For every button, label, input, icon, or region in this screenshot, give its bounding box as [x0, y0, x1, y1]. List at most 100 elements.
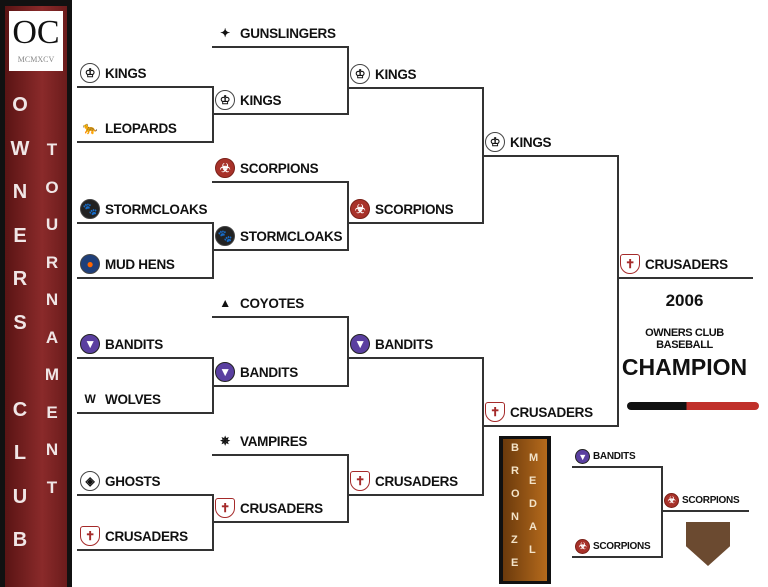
bronze-letter: N: [511, 511, 519, 523]
team-name: SCORPIONS: [682, 495, 740, 506]
vampires-logo-icon: ✵: [220, 434, 230, 448]
round2-team[interactable]: ▲COYOTES: [215, 293, 304, 313]
semifinal-team[interactable]: ♔ KINGS: [485, 132, 552, 152]
team-name: BANDITS: [105, 336, 163, 352]
bracket-line: [572, 556, 662, 558]
bracket-line: [212, 46, 348, 48]
team-name: CRUSADERS: [105, 528, 188, 544]
bronze-letter: A: [529, 521, 537, 533]
bracket-line: [347, 494, 483, 496]
bracket-line: [77, 549, 213, 551]
bronze-team[interactable]: ▼BANDITS: [575, 449, 636, 464]
round1-team[interactable]: 🐾STORMCLOAKS: [80, 199, 208, 219]
bracket-connector: [617, 155, 619, 427]
team-name: STORMCLOAKS: [240, 228, 343, 244]
round1-team[interactable]: 🐆LEOPARDS: [80, 118, 177, 138]
home-plate-trophy-icon: [686, 522, 730, 566]
team-name: GHOSTS: [105, 473, 161, 489]
sidebar-letter: S: [13, 311, 27, 334]
bracket-line: [77, 412, 213, 414]
bronze-letter: M: [529, 452, 539, 464]
team-name: BANDITS: [593, 451, 636, 462]
bracket-line: [482, 425, 618, 427]
team-name: CRUSADERS: [645, 256, 728, 272]
sidebar-letter: T: [46, 477, 58, 497]
round3-team[interactable]: ▼BANDITS: [350, 334, 433, 354]
bandits-logo-icon: ▼: [215, 362, 235, 382]
team-name: STORMCLOAKS: [105, 201, 208, 217]
team-name: CRUSADERS: [510, 404, 593, 420]
round1-team[interactable]: ▼ BANDITS: [80, 334, 163, 354]
bracket-line: [661, 510, 749, 512]
sidebar-letter: W: [10, 137, 30, 160]
round2-team[interactable]: ▼ BANDITS: [215, 362, 298, 382]
bracket-line: [212, 249, 348, 251]
round2-team[interactable]: ✦GUNSLINGERS: [215, 23, 336, 43]
bronze-letter: E: [529, 475, 537, 487]
bracket-line: [77, 141, 213, 143]
team-name: BANDITS: [240, 364, 298, 380]
team-name: MUD HENS: [105, 256, 175, 272]
sidebar-panel: [5, 6, 67, 587]
bandits-logo-icon: ▼: [80, 334, 100, 354]
baseball-bat-icon: [627, 402, 759, 410]
logo-initials: OC: [12, 14, 60, 51]
round1-team[interactable]: ◈GHOSTS: [80, 471, 161, 491]
round3-team[interactable]: ☣SCORPIONS: [350, 199, 454, 219]
coyotes-logo-icon: ▲: [219, 296, 231, 310]
owners-club-logo: OC MCMXCV: [9, 11, 63, 71]
round3-team[interactable]: ✝CRUSADERS: [350, 471, 458, 491]
team-name: KINGS: [105, 65, 147, 81]
team-name: SCORPIONS: [375, 201, 454, 217]
bronze-letter: Z: [511, 534, 518, 546]
round2-team[interactable]: ✝CRUSADERS: [215, 498, 323, 518]
semifinal-team[interactable]: ✝CRUSADERS: [485, 402, 593, 422]
kings-logo-icon: ♔: [485, 132, 505, 152]
mud-hens-logo-icon: ●: [80, 254, 100, 274]
bracket-line: [212, 454, 348, 456]
bracket-connector: [661, 466, 663, 558]
scorpions-logo-icon: ☣: [575, 539, 590, 554]
kings-logo-icon: ♔: [215, 90, 235, 110]
scorpions-logo-icon: ☣: [664, 493, 679, 508]
gunslingers-logo-icon: ✦: [220, 26, 230, 40]
bronze-letter: R: [511, 465, 519, 477]
sidebar-letter: E: [46, 402, 58, 422]
bronze-winner[interactable]: ☣SCORPIONS: [664, 493, 740, 508]
bracket-connector: [347, 181, 349, 251]
bracket-line: [77, 494, 213, 496]
round1-team[interactable]: ● MUD HENS: [80, 254, 175, 274]
sidebar-letter: N: [12, 181, 28, 203]
team-name: KINGS: [510, 134, 552, 150]
champion-year: 2006: [665, 291, 704, 310]
round2-team[interactable]: ♔KINGS: [215, 90, 282, 110]
team-name: BANDITS: [375, 336, 433, 352]
team-name: CRUSADERS: [240, 500, 323, 516]
bracket-line: [572, 466, 662, 468]
bracket-connector: [347, 46, 349, 115]
bronze-letter: L: [529, 544, 536, 556]
champion-team[interactable]: ✝CRUSADERS: [620, 254, 728, 274]
bracket-line: [347, 222, 483, 224]
sidebar-letter: O: [12, 94, 28, 116]
wolves-logo-icon: W: [84, 392, 96, 406]
round2-team[interactable]: 🐾STORMCLOAKS: [215, 226, 343, 246]
bronze-letter: O: [511, 488, 520, 500]
bronze-team[interactable]: ☣SCORPIONS: [575, 539, 651, 554]
team-name: VAMPIRES: [240, 433, 308, 449]
round1-team[interactable]: ♔KINGS: [80, 63, 147, 83]
bronze-letter: E: [511, 557, 519, 569]
bracket-line: [482, 155, 618, 157]
round2-team[interactable]: ✵ VAMPIRES: [215, 431, 307, 451]
bracket-line: [347, 357, 483, 359]
bracket-connector: [347, 316, 349, 387]
team-name: KINGS: [375, 66, 417, 82]
round3-team[interactable]: ♔KINGS: [350, 64, 417, 84]
round1-team[interactable]: ✝CRUSADERS: [80, 526, 188, 546]
sidebar-letter: N: [45, 440, 59, 459]
bracket-line: [212, 521, 348, 523]
bronze-letter: D: [529, 498, 537, 510]
bracket-line: [77, 86, 213, 88]
round2-team[interactable]: ☣SCORPIONS: [215, 158, 319, 178]
